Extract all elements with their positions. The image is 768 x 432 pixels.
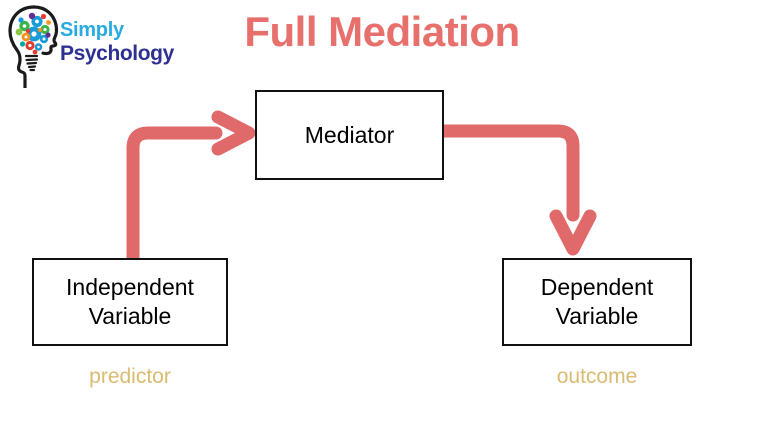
- page-title: Full Mediation: [244, 8, 520, 55]
- arrow-mediator-to-dv: [437, 124, 597, 256]
- node-independent-variable-label: Independent Variable: [60, 273, 200, 331]
- head-with-gear-lightbulb-icon: [4, 4, 66, 90]
- node-mediator[interactable]: Mediator: [255, 90, 444, 180]
- node-dv-label-line2: Variable: [555, 303, 639, 329]
- node-iv-label-line1: Independent: [66, 274, 194, 301]
- brand-name-line1: Simply: [60, 19, 124, 41]
- node-mediator-label: Mediator: [304, 121, 395, 148]
- caption-predictor: predictor: [89, 365, 171, 388]
- caption-outcome: outcome: [556, 365, 638, 388]
- node-iv-label-line2: Variable: [88, 303, 172, 329]
- node-dependent-variable-label: Dependent Variable: [535, 273, 660, 331]
- brand-wordmark: Simply Psychology: [60, 20, 195, 74]
- brand-logo: Simply Psychology: [4, 4, 195, 90]
- node-dependent-variable[interactable]: Dependent Variable: [502, 258, 692, 346]
- arrow-iv-to-mediator: [126, 110, 256, 265]
- brand-name-line2: Psychology: [60, 42, 174, 65]
- node-dv-label-line1: Dependent: [540, 274, 654, 301]
- node-independent-variable[interactable]: Independent Variable: [32, 258, 228, 346]
